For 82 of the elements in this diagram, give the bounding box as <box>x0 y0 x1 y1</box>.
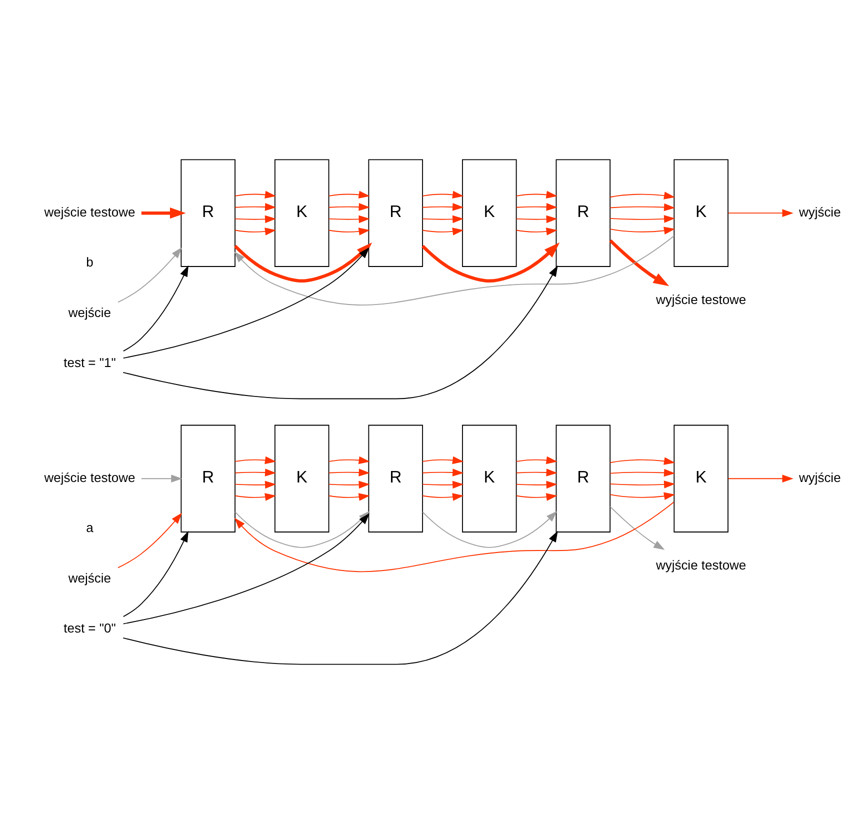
node-text: wejście testowe <box>44 470 136 485</box>
arrow <box>234 480 276 488</box>
arrow <box>122 246 370 358</box>
arrow <box>516 202 558 210</box>
arrow <box>516 492 558 500</box>
arrow <box>328 468 370 476</box>
node-box: K <box>462 424 517 532</box>
arrow <box>610 456 676 464</box>
arrow <box>234 456 276 464</box>
node-box: R <box>556 158 611 266</box>
arrow <box>422 227 464 235</box>
arrow <box>516 456 558 464</box>
node-text: wejście <box>68 570 112 585</box>
arrow <box>141 207 186 218</box>
node-text: wyjście testowe <box>656 291 746 306</box>
arrow <box>610 226 676 234</box>
node-text: wejście <box>68 304 112 320</box>
node-box: R <box>180 424 236 532</box>
node-text: test = "1" <box>64 354 116 370</box>
arrow <box>422 214 464 223</box>
arrow <box>328 480 370 488</box>
node-box: K <box>274 424 330 532</box>
arrow <box>610 492 676 500</box>
label: b <box>86 254 94 270</box>
arrow <box>516 190 558 198</box>
node-text: wejście testowe <box>44 204 136 220</box>
arrow <box>516 468 558 476</box>
arrow <box>328 202 370 210</box>
arrow <box>422 510 558 548</box>
arrow <box>234 190 276 198</box>
arrow <box>328 214 370 223</box>
arrow <box>422 190 464 198</box>
arrow <box>118 512 182 568</box>
arrow <box>328 492 370 500</box>
arrow <box>122 512 370 624</box>
node-box: R <box>556 424 611 532</box>
arrow <box>234 202 276 210</box>
arrow <box>610 480 676 488</box>
arrow <box>328 190 370 198</box>
arrow <box>610 191 676 199</box>
node-text: wyjście <box>798 204 841 220</box>
arrow <box>122 264 558 399</box>
arrow <box>422 492 464 500</box>
arrow <box>728 474 794 482</box>
node-text: test = "0" <box>64 620 116 635</box>
arrow <box>234 492 276 500</box>
arrow <box>122 264 188 351</box>
node-box: R <box>368 158 423 266</box>
arrow <box>328 227 370 235</box>
arrow <box>328 456 370 464</box>
arrow <box>422 456 464 464</box>
node-text: wyjście <box>798 470 841 485</box>
arrow <box>609 238 670 286</box>
node-box: R <box>180 158 236 266</box>
arrow <box>140 474 182 482</box>
arrow <box>516 214 558 223</box>
arrow <box>234 501 674 572</box>
node-box: K <box>674 158 728 266</box>
arrow <box>422 202 464 210</box>
arrow <box>122 530 188 617</box>
arrow <box>118 246 182 302</box>
arrow <box>610 214 676 222</box>
arrow <box>122 530 558 664</box>
arrow <box>234 468 276 476</box>
node-text: wyjście testowe <box>656 556 746 572</box>
node-box: K <box>274 158 330 266</box>
node-box: R <box>368 424 423 532</box>
node-box: K <box>674 424 728 532</box>
node-box: K <box>462 158 517 266</box>
arrow <box>516 227 558 235</box>
arrow <box>234 227 276 235</box>
arrow <box>728 208 794 216</box>
arrow <box>516 480 558 488</box>
label: a <box>86 520 94 535</box>
arrow <box>610 202 676 211</box>
arrow <box>610 506 665 550</box>
arrow <box>234 214 276 223</box>
arrow <box>422 468 464 476</box>
arrow <box>234 234 675 305</box>
arrow <box>422 480 464 488</box>
arrow <box>422 242 560 282</box>
arrow <box>610 468 676 476</box>
